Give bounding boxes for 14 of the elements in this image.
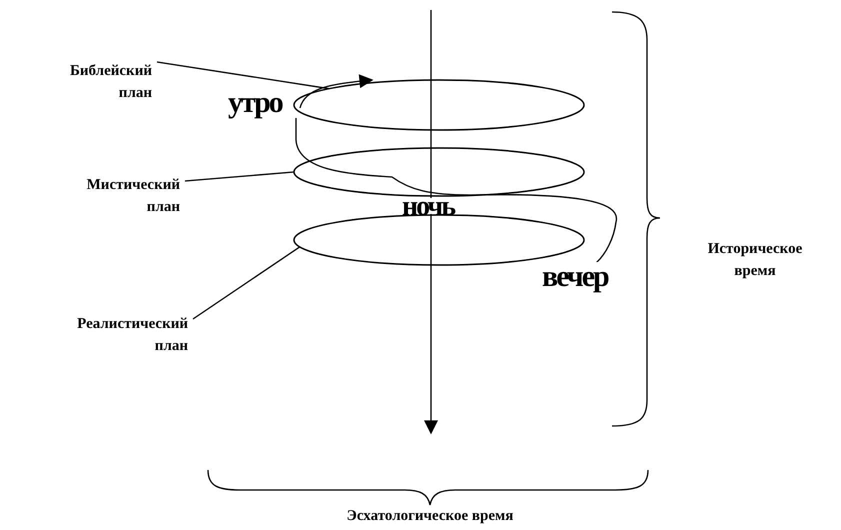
spiral-word: вечер bbox=[540, 262, 610, 292]
plane-ellipse bbox=[293, 79, 585, 131]
spiral-word: ночь bbox=[400, 198, 456, 214]
plane-ellipse bbox=[293, 214, 585, 266]
plane-label: Реалистический план bbox=[52, 313, 188, 357]
leader-line bbox=[184, 171, 294, 182]
plane-label: Мистический план bbox=[76, 174, 180, 218]
brace-label: Историческое время bbox=[706, 240, 804, 281]
plane-ellipse bbox=[293, 147, 585, 197]
leader-line bbox=[192, 246, 300, 320]
leader-line bbox=[156, 61, 330, 90]
brace-label: Эсхатологическое время bbox=[346, 507, 514, 526]
plane-label: Библейский план bbox=[52, 60, 152, 104]
spiral-word: утро bbox=[228, 88, 282, 118]
